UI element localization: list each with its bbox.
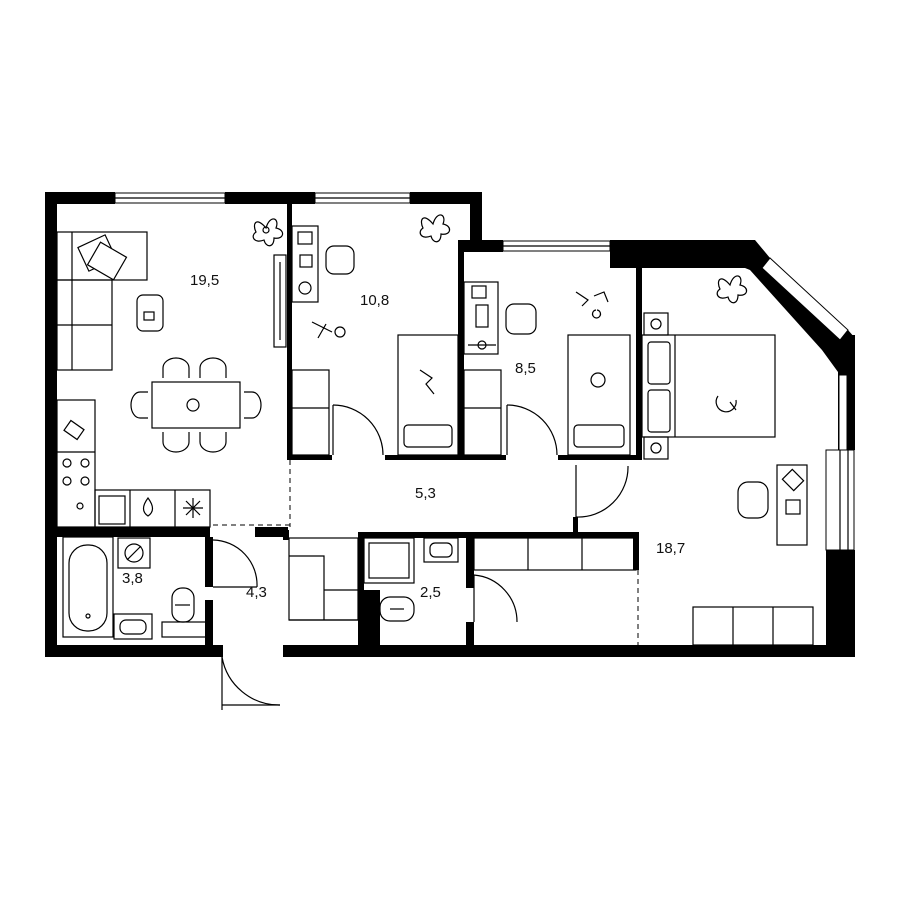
bedroom1-furniture bbox=[291, 214, 459, 456]
plant-icon bbox=[419, 214, 451, 243]
toilet-fixtures bbox=[363, 537, 459, 622]
zone-boundaries bbox=[213, 460, 639, 645]
plant-icon bbox=[716, 275, 748, 304]
interior-walls bbox=[57, 204, 642, 645]
bathroom-fixtures bbox=[62, 536, 207, 640]
area-bedroom-2: 8,5 bbox=[515, 360, 536, 377]
area-labels: 19,5 10,8 8,5 18,7 5,3 3,8 4,3 2,5 bbox=[122, 272, 685, 601]
hall-furniture bbox=[288, 537, 359, 621]
bedroom2-furniture bbox=[463, 281, 631, 456]
area-corridor: 5,3 bbox=[415, 485, 436, 502]
fridge-icon bbox=[183, 498, 203, 518]
dining-chairs bbox=[130, 357, 262, 453]
corridor-wardrobe bbox=[473, 537, 637, 571]
master-furniture bbox=[641, 275, 814, 646]
outer-walls bbox=[45, 192, 855, 657]
plant-icon bbox=[252, 218, 284, 247]
area-living-kitchen: 19,5 bbox=[190, 272, 219, 289]
area-bathroom: 3,8 bbox=[122, 570, 143, 587]
area-toilet: 2,5 bbox=[420, 584, 441, 601]
windows bbox=[114, 192, 855, 551]
area-bedroom-1: 10,8 bbox=[360, 292, 389, 309]
area-hall: 4,3 bbox=[246, 584, 267, 601]
stove-icon bbox=[62, 458, 90, 486]
area-master-bedroom: 18,7 bbox=[656, 540, 685, 557]
doors bbox=[212, 404, 629, 710]
living-furniture bbox=[56, 218, 287, 528]
